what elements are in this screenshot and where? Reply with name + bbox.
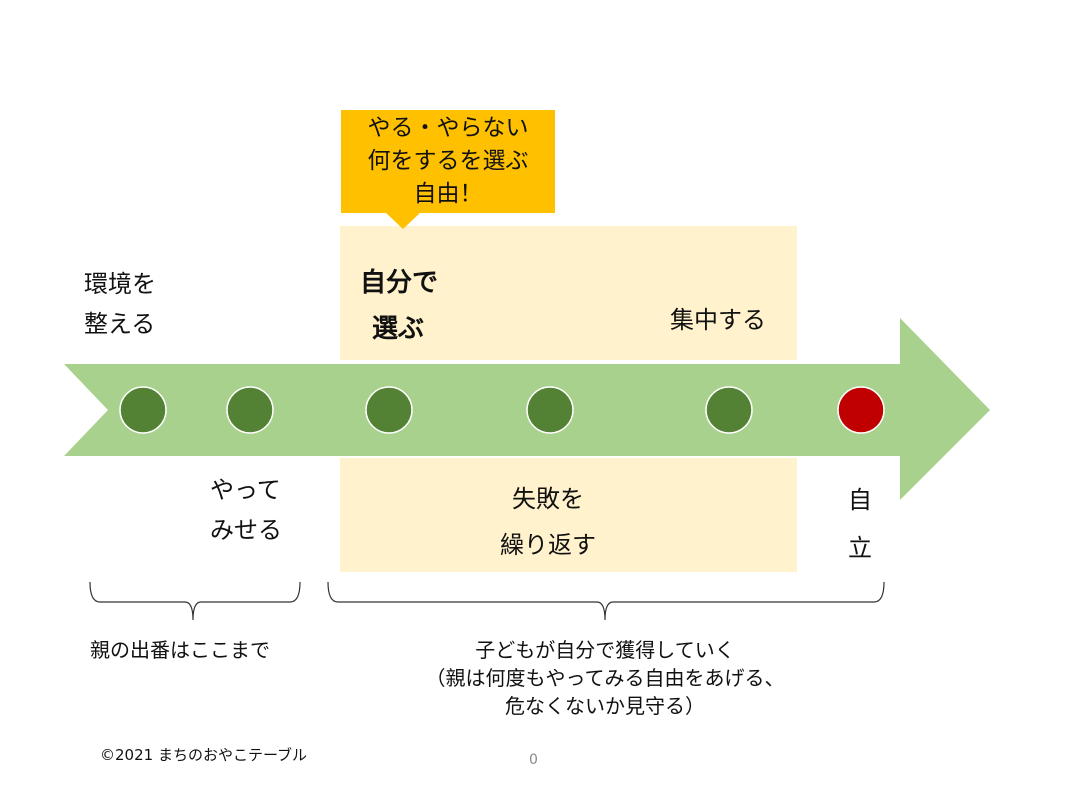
- callout-line: 何をするを選ぶ: [367, 148, 529, 174]
- label-demonstrate: やって みせる: [210, 470, 282, 550]
- label-independence: 自 立: [848, 476, 872, 572]
- callout-line: やる・やらない: [367, 115, 529, 141]
- label-line: 繰り返す: [500, 531, 596, 559]
- parent-role-label: 親の出番はここまで: [90, 638, 270, 662]
- timeline-dot: [526, 386, 574, 434]
- upper-highlight-box: [340, 226, 797, 360]
- label-line: みせる: [210, 516, 282, 544]
- label-line: 失敗を: [512, 485, 584, 513]
- label-line: 環境を: [84, 270, 156, 298]
- freedom-callout: やる・やらない 何をするを選ぶ 自由！: [341, 110, 555, 213]
- lower-highlight-box: [340, 458, 797, 572]
- label-line: （親は何度もやってみる自由をあげる、: [425, 666, 785, 690]
- label-focus: 集中する: [670, 306, 766, 334]
- timeline-dot: [365, 386, 413, 434]
- timeline-dot: [705, 386, 753, 434]
- parent-bracket: [89, 581, 301, 621]
- label-line: 選ぶ: [372, 314, 425, 344]
- timeline-dot: [119, 386, 167, 434]
- page-number: 0: [529, 752, 538, 768]
- callout-line: 自由！: [413, 181, 483, 207]
- child-bracket: [327, 581, 885, 621]
- label-line: 子どもが自分で獲得していく: [475, 638, 735, 662]
- label-line: 自: [848, 486, 872, 514]
- timeline-dot: [226, 386, 274, 434]
- child-role-label: 子どもが自分で獲得していく （親は何度もやってみる自由をあげる、 危なくないか見…: [355, 636, 855, 720]
- label-line: 自分で: [360, 268, 439, 298]
- label-fail: 失敗を 繰り返す: [448, 476, 648, 568]
- label-line: 整える: [84, 310, 156, 338]
- label-line: やって: [210, 476, 281, 504]
- label-line: 危なくないか見守る）: [505, 694, 705, 718]
- label-environment: 環境を 整える: [84, 264, 156, 344]
- label-choose: 自分で 選ぶ: [360, 260, 438, 352]
- label-line: 立: [848, 534, 872, 562]
- copyright: ©2021 まちのおやこテーブル: [100, 746, 308, 764]
- goal-dot: [837, 386, 885, 434]
- callout-pointer: [385, 212, 421, 229]
